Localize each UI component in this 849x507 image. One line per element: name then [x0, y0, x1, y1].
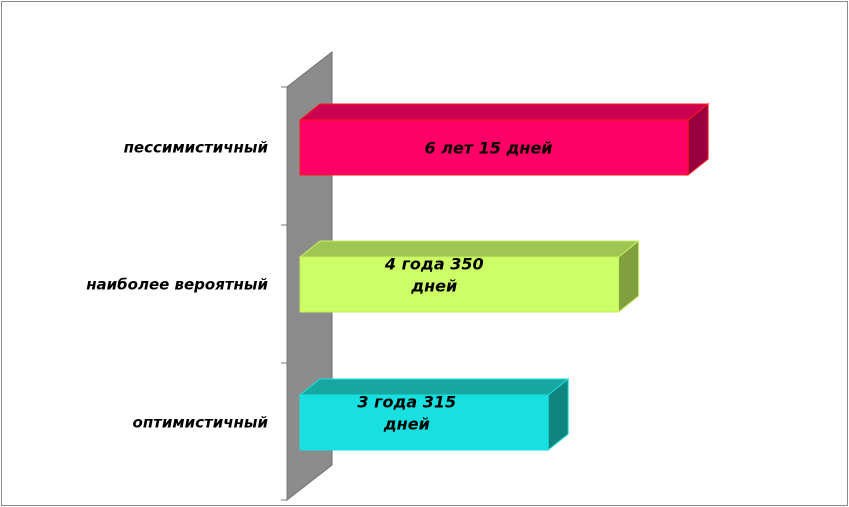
data-label-0: 6 лет 15 дней	[425, 139, 553, 158]
bar-1	[299, 256, 620, 313]
bar-0	[299, 119, 689, 176]
bar-top-face-0	[298, 103, 710, 121]
bar-2	[299, 394, 549, 451]
data-label-1: 4 года 350 дней	[384, 255, 484, 296]
data-label-line: дней	[410, 277, 457, 296]
data-label-2: 3 года 315 дней	[357, 393, 456, 434]
data-label-line: 4 года 350	[384, 255, 484, 274]
data-label-line: 3 года 315	[357, 393, 456, 412]
category-label-0: пессимистичный	[124, 139, 269, 157]
data-label-line: дней	[383, 415, 430, 434]
data-label-line: 6 лет 15 дней	[425, 139, 553, 158]
category-label-2: оптимистичный	[133, 414, 269, 432]
category-label-1: наиболее вероятный	[86, 276, 268, 294]
